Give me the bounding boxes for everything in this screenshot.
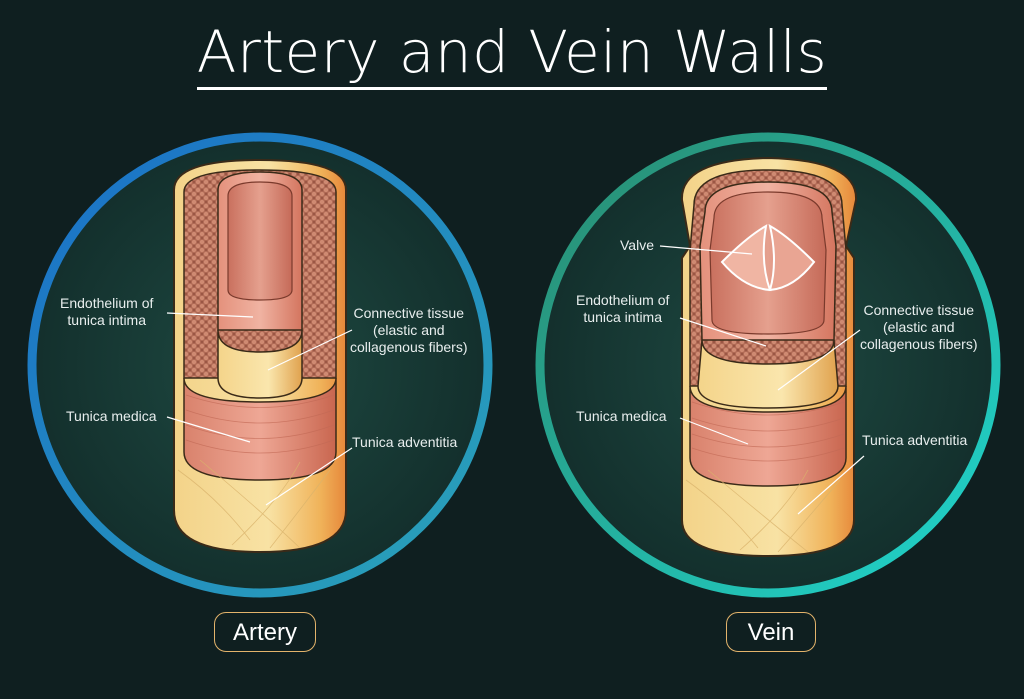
vein-media [689, 385, 847, 487]
artery-connective-label: Connective tissue (elastic and collageno… [350, 305, 468, 355]
artery-medica-label: Tunica medica [66, 408, 157, 424]
artery-connective [217, 329, 303, 399]
artery-diagram [27, 132, 493, 598]
vein-valve-left [720, 224, 772, 292]
artery-endothelium-label: Endothelium of tunica intima [60, 295, 154, 328]
artery-adventitia-label: Tunica adventitia [352, 434, 458, 450]
artery-media [183, 377, 337, 481]
vein-valve-right [768, 224, 816, 292]
vein-adventitia-label: Tunica adventitia [862, 432, 968, 448]
artery-badge: Artery [214, 612, 316, 652]
vein-badge: Vein [726, 612, 816, 652]
vein-diagram [535, 132, 1001, 598]
vein-valve-label: Valve [620, 237, 654, 253]
vein-endothelium-label: Endothelium of tunica intima [576, 292, 670, 325]
vein-circle-ring [535, 132, 1001, 598]
vein-lumen [709, 191, 827, 335]
artery-circle-ring [27, 132, 493, 598]
artery-lumen [227, 181, 293, 301]
vein-medica-label: Tunica medica [576, 408, 667, 424]
vein-connective [697, 339, 839, 409]
vein-connective-label: Connective tissue (elastic and collageno… [860, 302, 978, 352]
page-title: Artery and Vein Walls [0, 18, 1024, 90]
